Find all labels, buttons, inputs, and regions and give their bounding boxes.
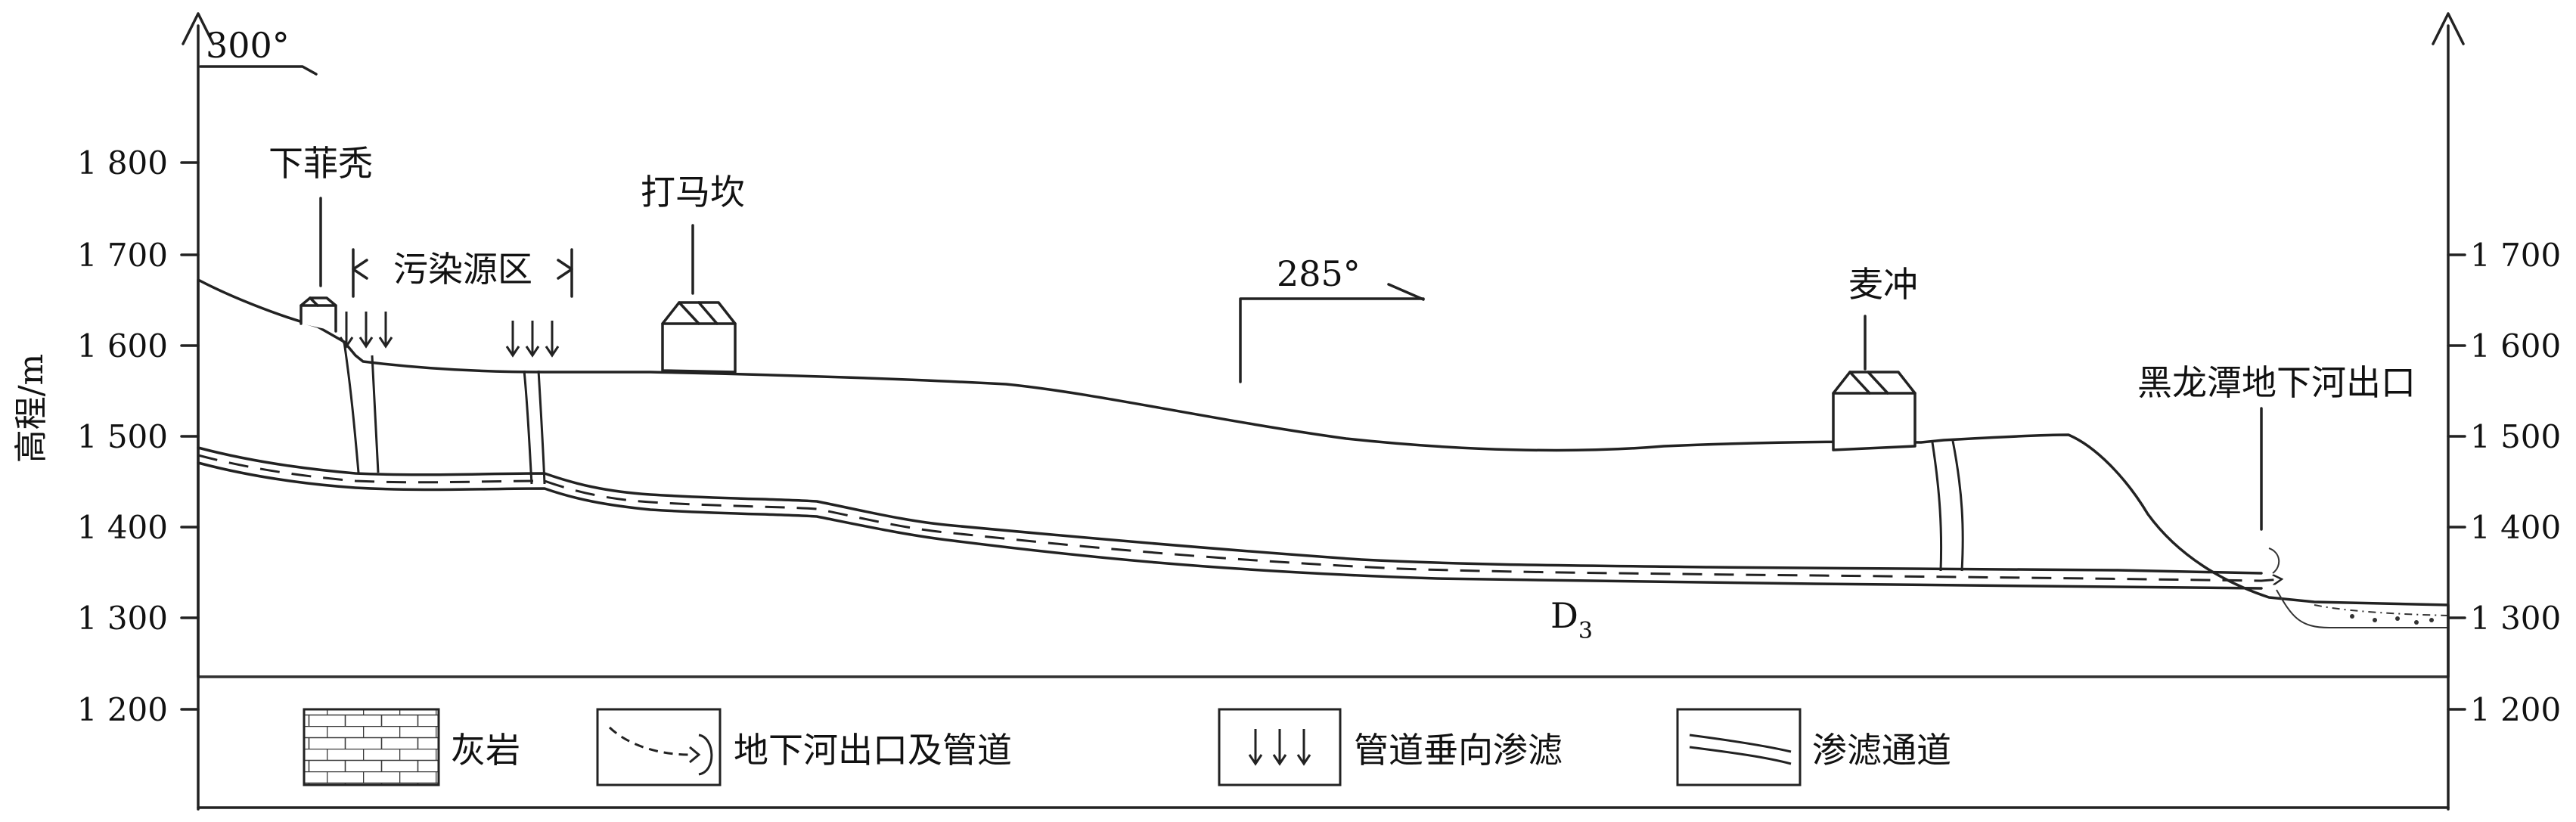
house-maichong-icon (1832, 371, 1916, 451)
legend-limestone-label: 灰岩 (451, 730, 520, 771)
y-tick-left: 1 400 (77, 509, 168, 546)
pollution-zone-bracket (352, 248, 573, 298)
legend-conduit-swatch (596, 708, 722, 786)
legend-limestone-swatch (303, 708, 440, 786)
left-axis-arrow (182, 12, 215, 45)
legend-conduit-line (608, 726, 691, 756)
legend-channel-line-lower (1689, 746, 1792, 765)
place-maichong: 麦冲 (1848, 264, 1918, 305)
stream-dots (2350, 614, 2434, 625)
y-tick-right: 1 500 (2470, 418, 2561, 455)
y-tick-left: 1 200 (77, 691, 168, 728)
legend-channel-label: 渗滤通道 (1812, 730, 1951, 771)
stratum-label: D3 (1550, 595, 1593, 644)
legend: 灰岩 地下河出口及管道 管道垂向渗滤 渗滤通道 (303, 708, 1951, 786)
direction-285-label: 285° (1277, 253, 1361, 294)
y-tick-right: 1 200 (2470, 691, 2561, 728)
y-tick-right: 1 700 (2470, 237, 2561, 274)
left-tick-marks (180, 161, 200, 711)
place-xiafeitu: 下菲秃 (268, 143, 373, 184)
y-tick-left: 1 800 (77, 144, 168, 181)
outlet-stream (2314, 604, 2449, 616)
legend-conduit-label: 地下河出口及管道 (734, 730, 1012, 771)
fissure-right (1931, 440, 1964, 572)
y-tick-right: 1 300 (2470, 600, 2561, 637)
place-outlet: 黑龙潭地下河出口 (2137, 362, 2416, 403)
seepage-arrows-middle (505, 321, 560, 358)
outlet-spring (2268, 547, 2448, 628)
y-axis-label: 高程/m (12, 354, 51, 464)
seepage-arrows-left (339, 312, 393, 349)
legend-conduit-outlet (698, 734, 713, 776)
direction-285-marker (1239, 297, 1425, 383)
seepage-channel-upper (197, 446, 2263, 575)
y-tick-left: 1 300 (77, 600, 168, 637)
direction-300-marker (199, 65, 318, 76)
legend-seepage-arrows-icon (1248, 729, 1311, 766)
legend-channel-swatch (1676, 708, 1802, 786)
legend-seepage-label: 管道垂向渗滤 (1354, 730, 1563, 771)
right-tick-marks (2447, 253, 2466, 711)
fissure-middle (523, 370, 546, 485)
place-pollution-zone: 污染源区 (393, 249, 532, 290)
limestone-body (197, 278, 2450, 678)
legend-channel-line-upper (1689, 734, 1792, 753)
direction-300-label: 300° (206, 25, 290, 66)
y-tick-left: 1 600 (77, 327, 168, 364)
right-axis-arrow (2432, 12, 2465, 45)
legend-conduit-arrow-icon (689, 746, 701, 764)
house-damakan-icon (661, 301, 737, 374)
underground-river-conduit (197, 454, 2280, 581)
y-tick-left: 1 700 (77, 237, 168, 274)
direction-285-tick (1387, 283, 1425, 301)
fissure-left (343, 341, 380, 473)
y-tick-right: 1 400 (2470, 509, 2561, 546)
y-tick-left: 1 500 (77, 418, 168, 455)
y-tick-right: 1 600 (2470, 327, 2561, 364)
place-damakan: 打马坎 (641, 172, 745, 212)
seepage-channel-lower (197, 461, 2263, 590)
house-xiafeitu-icon (299, 296, 337, 333)
